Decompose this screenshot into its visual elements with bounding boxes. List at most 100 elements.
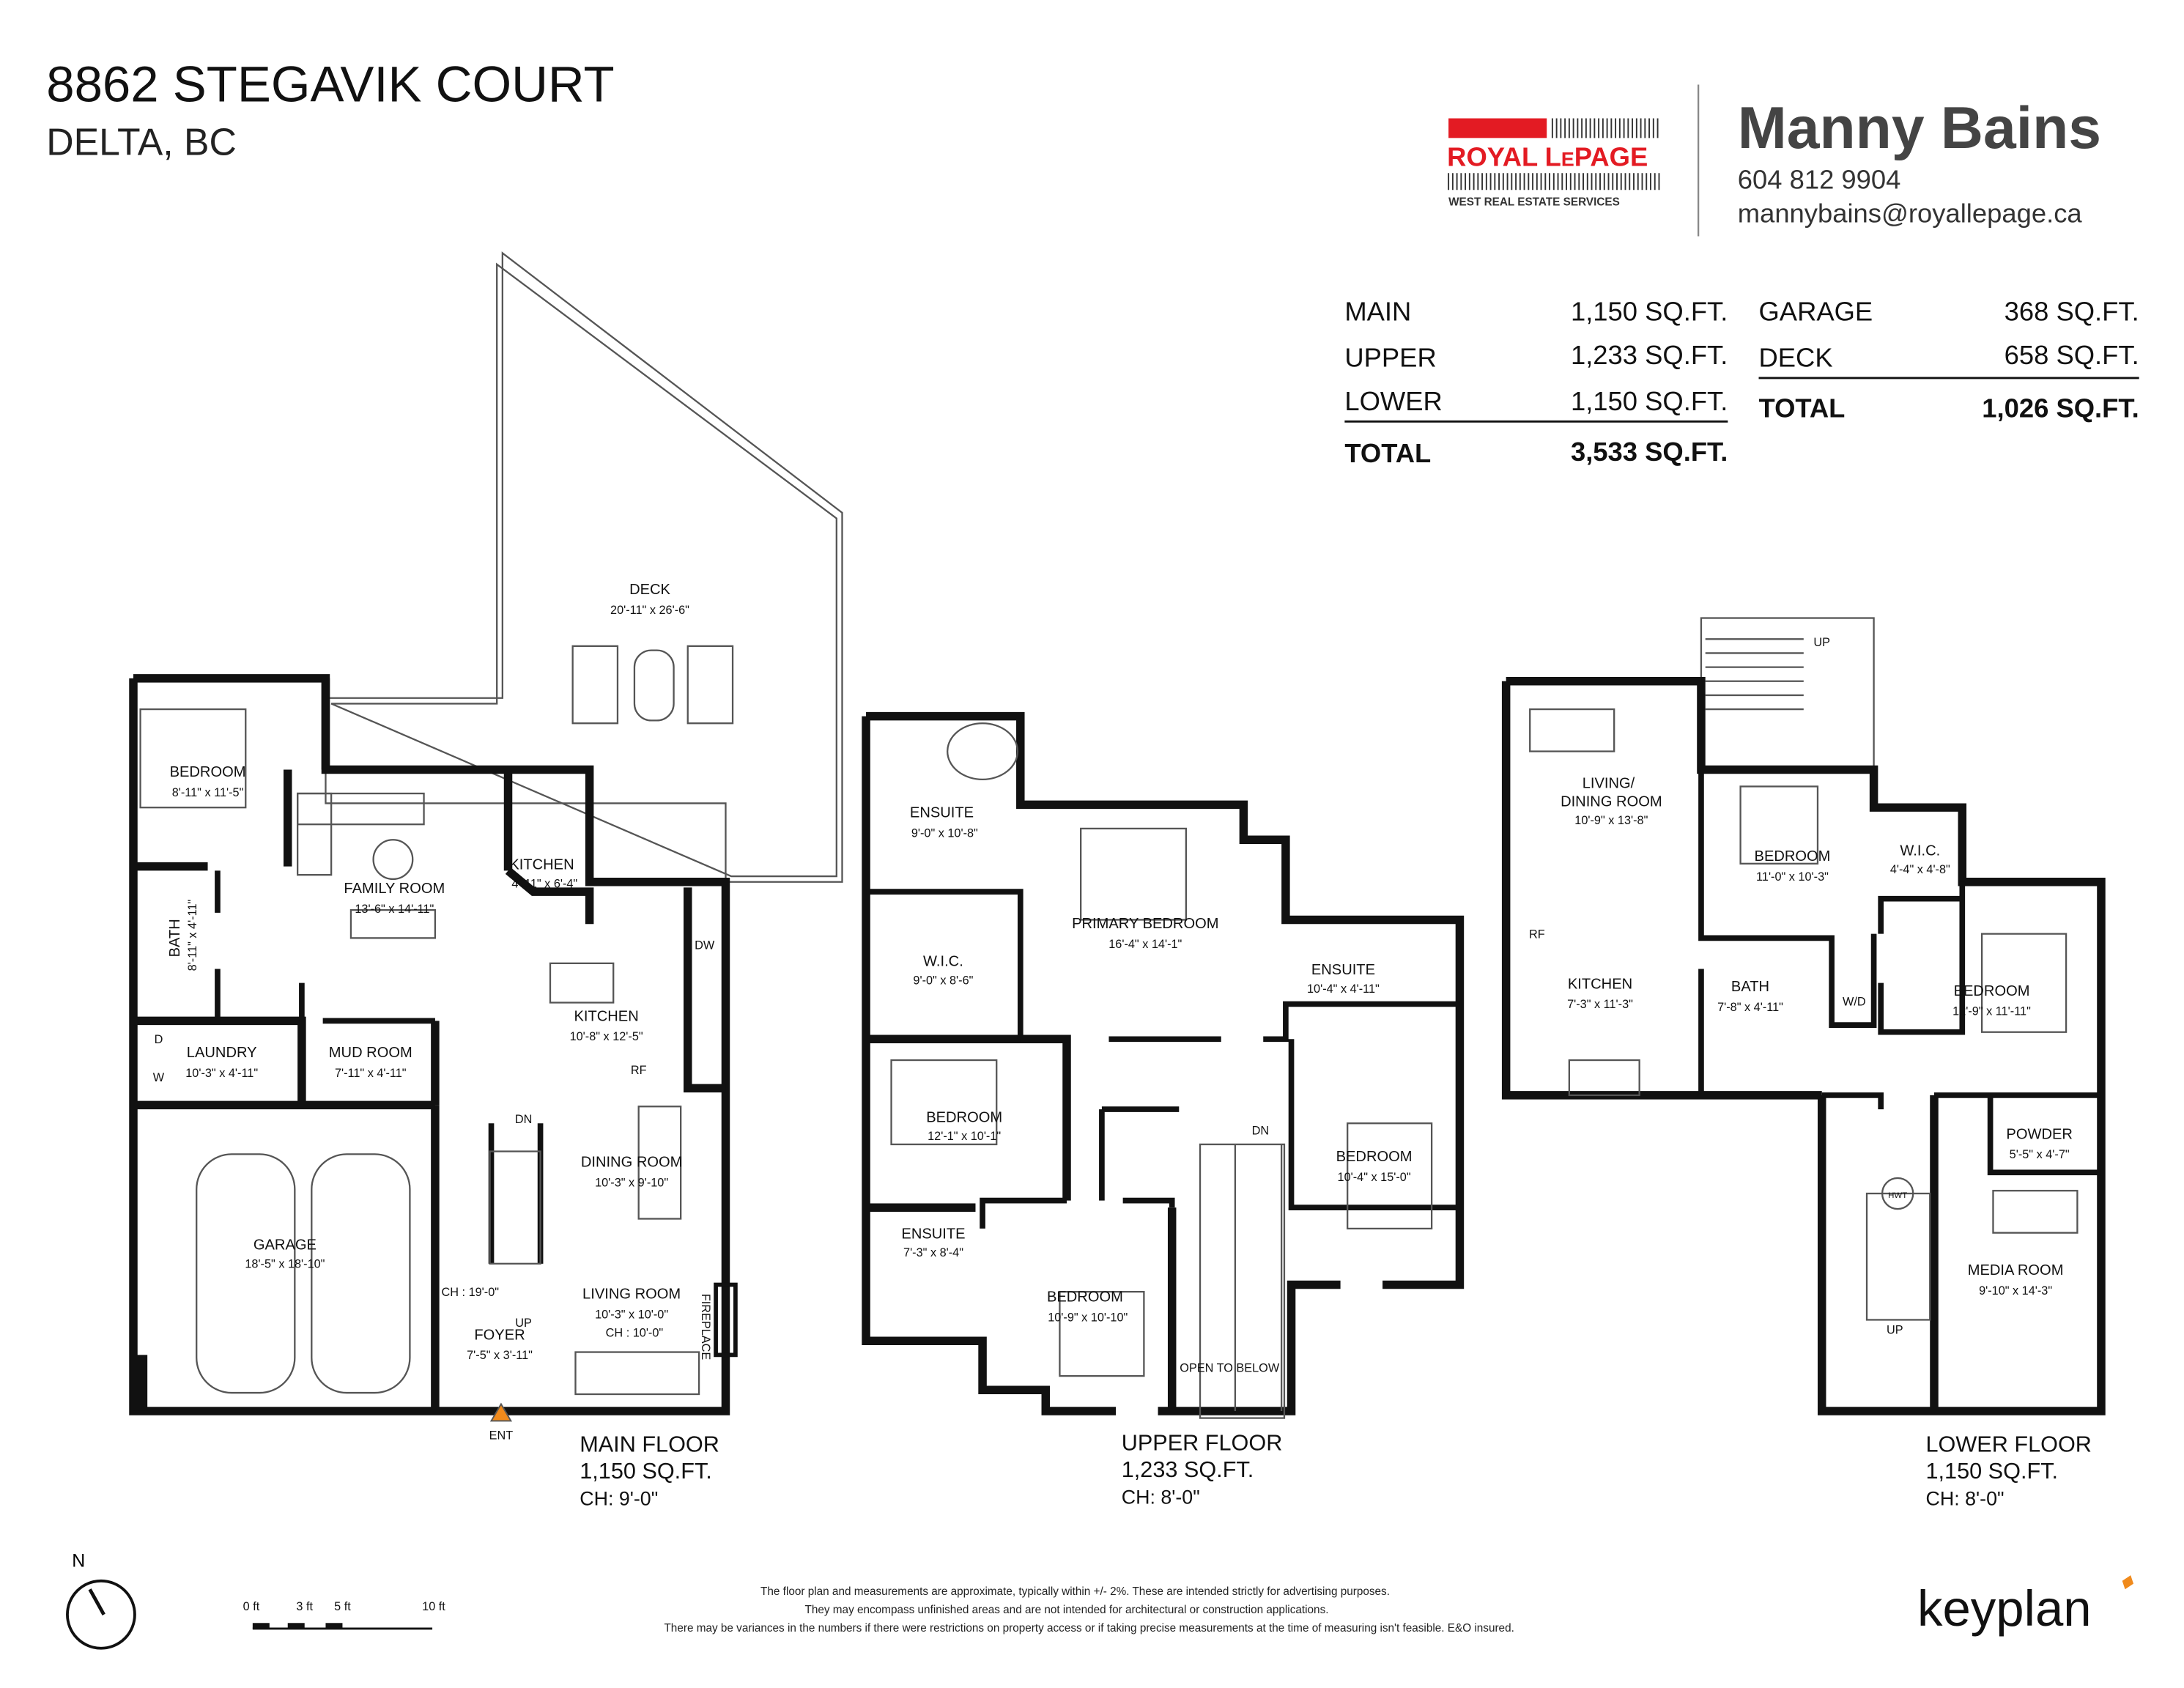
brand-tagline: WEST REAL ESTATE SERVICES xyxy=(1448,196,1620,208)
plan-shape xyxy=(196,1153,296,1394)
plan-shape xyxy=(372,839,414,881)
room-dimension: 10'-4" x 4'-11" xyxy=(1307,982,1380,996)
lower-floor-name: LOWER FLOOR xyxy=(1925,1432,2091,1457)
plan-shape xyxy=(349,908,437,939)
room-dimension: UP xyxy=(1813,636,1830,649)
room-label: DINING ROOM xyxy=(581,1155,683,1171)
plan-shape xyxy=(1980,933,2068,1033)
room-dimension: CH : 10'-0" xyxy=(606,1326,664,1339)
room-label: LIVING/ xyxy=(1583,775,1635,791)
plan-shape xyxy=(947,722,1019,781)
plan-shape xyxy=(1080,827,1188,921)
label: TOTAL xyxy=(1344,438,1431,468)
plan-shape xyxy=(66,1579,136,1650)
label: LOWER xyxy=(1344,386,1442,416)
royal-lepage-logo: ROYAL LEPAGE WEST REAL ESTATE SERVICES xyxy=(1447,118,1660,208)
room-dimension: FIREPLACE xyxy=(699,1294,712,1361)
room-dimension: W/D xyxy=(1843,995,1866,1008)
plan-shape xyxy=(1347,1122,1433,1230)
plan-shape xyxy=(890,1059,998,1146)
label: GARAGE xyxy=(1759,296,1873,326)
label: MAIN xyxy=(1344,296,1411,326)
agent-name: Manny Bains xyxy=(1738,95,2101,161)
room-dimension: 18'-5" x 18'-10" xyxy=(245,1258,325,1271)
plan-shape xyxy=(1739,785,1819,865)
room-dimension: 7'-3" x 8'-4" xyxy=(903,1246,963,1259)
room-label: POWDER xyxy=(2006,1126,2073,1142)
plan-shape xyxy=(574,1351,700,1396)
label: 1,150 SQ.FT. xyxy=(1571,296,1728,326)
room-label: W.I.C. xyxy=(1900,843,1940,859)
agent-phone: 604 812 9904 xyxy=(1738,164,1901,194)
plan-shape xyxy=(1448,173,1660,190)
entrance-marker-icon xyxy=(489,1402,513,1422)
room-dimension: 11'-0" x 10'-3" xyxy=(1756,870,1829,884)
room-label: BATH xyxy=(1731,979,1769,995)
room-dimension: 10'-9" x 10'-10" xyxy=(1048,1311,1128,1324)
room-label: BEDROOM xyxy=(170,764,246,780)
plan-shape xyxy=(1448,118,1660,190)
agent-email: mannybains@royallepage.ca xyxy=(1738,198,2083,228)
brand-name-part: PAGE xyxy=(1574,142,1648,172)
plan-shape xyxy=(252,1623,270,1629)
room-label: GARAGE xyxy=(253,1237,317,1254)
plan-shape xyxy=(714,1282,738,1358)
room-label: KITCHEN xyxy=(509,856,574,873)
room-dimension: 7'-3" x 11'-3" xyxy=(1567,998,1633,1011)
plan-shape xyxy=(866,889,1460,1229)
room-label: ENSUITE xyxy=(901,1226,965,1242)
room-dimension: 16'-4" x 14'-1" xyxy=(1108,938,1182,951)
area-summary-table: MAIN 1,150 SQ.FT. UPPER 1,233 SQ.FT. LOW… xyxy=(1344,296,2139,467)
main-floor-name: MAIN FLOOR xyxy=(580,1432,719,1457)
room-dimension: RF xyxy=(1529,928,1545,941)
label: 1,026 SQ.FT. xyxy=(1982,393,2139,423)
main-floor-area: 1,150 SQ.FT. xyxy=(580,1459,712,1484)
label: DECK xyxy=(1759,343,1833,373)
deck-outline xyxy=(325,251,843,883)
room-label: MUD ROOM xyxy=(329,1045,412,1061)
room-dimension: 10'-4" x 15'-0" xyxy=(1338,1171,1411,1184)
room-dimension: 10'-8" x 12'-5" xyxy=(570,1030,643,1043)
room-dimension: 10'-3" x 10'-0" xyxy=(595,1308,668,1322)
room-dimension: RF xyxy=(631,1064,647,1077)
plan-shape xyxy=(1865,1192,1931,1321)
room-dimension: 13'-6" x 14'-11" xyxy=(355,903,434,916)
plan-shape xyxy=(1529,708,1615,752)
room-dimension: W xyxy=(153,1071,165,1084)
room-dimension: 7'-11" x 4'-11" xyxy=(335,1067,407,1080)
plan-shape xyxy=(1448,118,1547,138)
plan-shape xyxy=(133,1355,148,1411)
room-dimension: UP xyxy=(1887,1324,1903,1337)
label: N xyxy=(72,1551,85,1572)
property-city: DELTA, BC xyxy=(46,120,237,163)
room-label: KITCHEN xyxy=(574,1008,638,1024)
disclaimer-line: There may be variances in the numbers if… xyxy=(664,1622,1514,1635)
room-label: DINING ROOM xyxy=(1561,793,1662,810)
plan-shape xyxy=(133,678,726,1110)
keyplan-logo: keyplan xyxy=(1917,1575,2134,1637)
plan-shape xyxy=(549,962,615,1004)
brand-name-part: E xyxy=(1561,149,1574,171)
label: UPPER xyxy=(1344,343,1436,373)
room-dimension: 10 ft xyxy=(422,1600,445,1613)
plan-shape xyxy=(1199,1143,1286,1419)
plan-shape xyxy=(215,870,544,1264)
room-dimension: ENT xyxy=(489,1429,514,1442)
room-dimension: 9'-10" x 14'-3" xyxy=(1979,1284,2052,1298)
room-dimension: 5'-5" x 4'-7" xyxy=(2010,1148,2070,1161)
plan-shape xyxy=(571,645,619,725)
plan-shape xyxy=(1059,1290,1145,1377)
room-dimension: 12'-9" x 11'-11" xyxy=(1952,1005,2031,1018)
plan-shape xyxy=(1234,1144,1283,1411)
room-label: BEDROOM xyxy=(1336,1149,1413,1165)
room-dimension: OPEN TO BELOW xyxy=(1180,1361,1280,1374)
property-address: 8862 STEGAVIK COURT xyxy=(46,56,614,113)
label: 1,150 SQ.FT. xyxy=(1571,386,1728,416)
plan-shape xyxy=(1568,1059,1640,1097)
room-label: BEDROOM xyxy=(1755,848,1831,865)
plan-shape xyxy=(686,645,734,725)
room-label: DECK xyxy=(629,582,670,598)
